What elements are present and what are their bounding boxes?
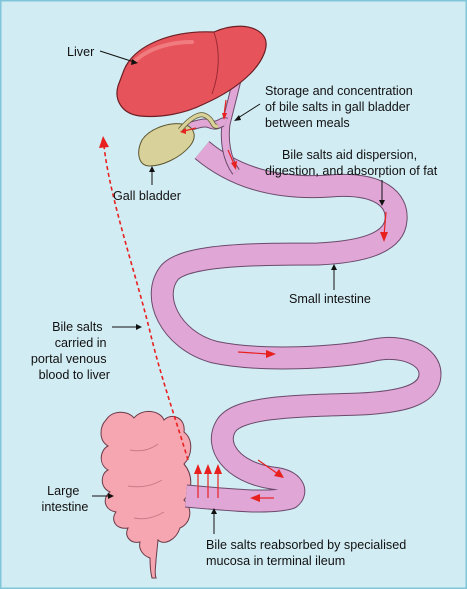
- flow-arrow-gut-1: [380, 211, 388, 242]
- label-storage: Storage and concentration of bile salts …: [265, 84, 416, 130]
- label-dispersion-line-2: digestion, and absorption of fat: [265, 164, 438, 178]
- pointer-small-intestine: [331, 264, 337, 290]
- label-portal-line-1: Bile salts: [52, 320, 102, 334]
- flow-arrow-gut-4: [250, 494, 274, 502]
- large-intestine: [100, 411, 192, 579]
- labels: Liver Storage and concentration of bile …: [31, 45, 438, 568]
- label-gall-bladder: Gall bladder: [113, 189, 181, 203]
- label-portal-line-2: carried in: [55, 336, 107, 350]
- pointer-liver: [99, 50, 138, 65]
- label-large-intestine-line-2: intestine: [42, 500, 89, 514]
- pointer-portal: [112, 324, 142, 330]
- flow-arrow-duct-2: [180, 127, 197, 134]
- flow-arrows: [180, 99, 388, 502]
- label-small-intestine: Small intestine: [289, 292, 371, 306]
- gall-bladder: [138, 112, 219, 167]
- reabsorption-arrow-3: [214, 464, 222, 498]
- label-portal-line-4: blood to liver: [39, 368, 110, 382]
- label-storage-line-3: between meals: [265, 116, 350, 130]
- label-liver: Liver: [67, 45, 94, 59]
- label-large-intestine: Large intestine: [42, 484, 89, 514]
- reabsorption-arrow-2: [204, 464, 212, 498]
- label-dispersion-line-1: Bile salts aid dispersion,: [282, 148, 417, 162]
- label-portal-line-3: portal venous: [31, 352, 107, 366]
- pointer-gall-bladder: [149, 166, 155, 185]
- flow-arrow-duct-3: [227, 149, 237, 170]
- reabsorption-arrow-1: [194, 464, 202, 498]
- pointer-reabsorbed: [211, 508, 217, 534]
- flow-arrow-gut-3: [257, 459, 284, 478]
- pointer-dispersion: [379, 180, 385, 206]
- small-intestine: [150, 141, 442, 513]
- pointer-lines: [92, 50, 385, 534]
- portal-venous-arrow: [99, 136, 189, 461]
- pointer-storage: [234, 103, 261, 121]
- liver: [116, 25, 267, 118]
- pointer-large-intestine: [92, 493, 114, 499]
- label-large-intestine-line-1: Large: [47, 484, 79, 498]
- flow-arrow-duct-1: [222, 99, 227, 120]
- label-reabsorbed-line-2: mucosa in terminal ileum: [206, 554, 345, 568]
- flow-arrow-gut-2: [237, 350, 276, 358]
- label-dispersion: Bile salts aid dispersion, digestion, an…: [265, 148, 438, 178]
- label-reabsorbed: Bile salts reabsorbed by specialised muc…: [206, 538, 410, 568]
- label-storage-line-2: of bile salts in gall bladder: [265, 100, 410, 114]
- label-storage-line-1: Storage and concentration: [265, 84, 413, 98]
- label-portal: Bile salts carried in portal venous bloo…: [31, 320, 110, 382]
- label-reabsorbed-line-1: Bile salts reabsorbed by specialised: [206, 538, 406, 552]
